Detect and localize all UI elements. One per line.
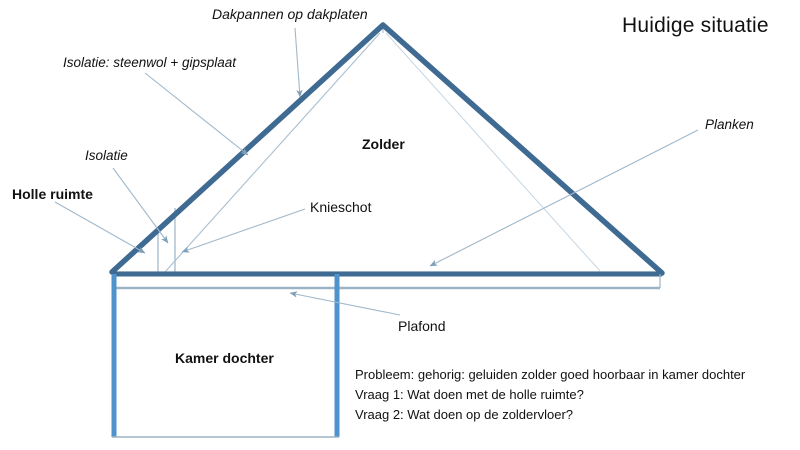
leader-lines — [54, 27, 699, 316]
roof-outline — [109, 22, 665, 276]
leader-planken — [429, 129, 699, 267]
leader-plafond — [289, 291, 401, 316]
page-title: Huidige situatie — [622, 14, 769, 37]
label-isolatie-steenwol: Isolatie: steenwol + gipsplaat — [63, 55, 236, 70]
kneewall-boards — [157, 208, 176, 272]
leader-holle-ruimte — [54, 201, 146, 254]
label-plafond: Plafond — [398, 318, 446, 334]
notes-block: Probleem: gehorig: geluiden zolder goed … — [355, 365, 745, 425]
leader-knieschot — [181, 208, 306, 253]
label-isolatie: Isolatie — [85, 148, 128, 163]
label-zolder: Zolder — [362, 136, 405, 152]
leader-isolatie-steenwol — [144, 72, 249, 156]
note-question-2: Vraag 2: Wat doen op de zoldervloer? — [355, 407, 574, 423]
label-kamer-dochter: Kamer dochter — [175, 350, 274, 366]
label-knieschot: Knieschot — [310, 199, 372, 215]
label-dakpannen: Dakpannen op dakplaten — [212, 6, 368, 22]
room-walls — [111, 274, 340, 438]
label-planken: Planken — [705, 117, 754, 132]
leader-isolatie — [112, 167, 169, 244]
note-problem: Probleem: gehorig: geluiden zolder goed … — [355, 367, 746, 382]
note-question-1: Vraag 1: Wat doen met de holle ruimte? — [355, 387, 584, 403]
leader-dakpannen — [294, 27, 303, 98]
label-holle-ruimte: Holle ruimte — [12, 186, 93, 202]
